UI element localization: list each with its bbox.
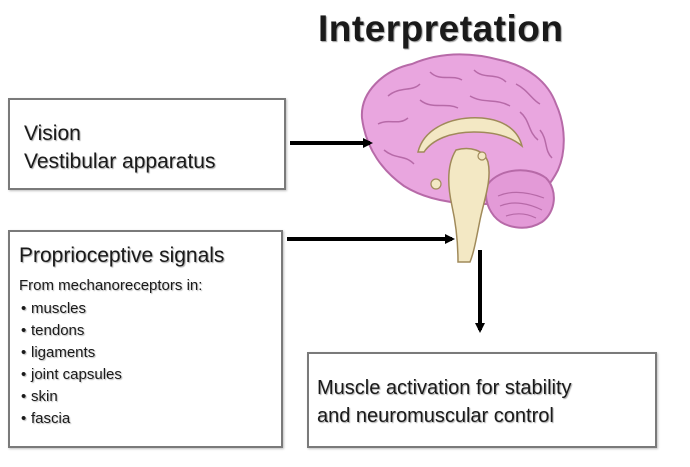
output-line: and neuromuscular control bbox=[317, 405, 554, 427]
list-item-label: skin bbox=[31, 388, 58, 405]
muscle-activation-box: Muscle activation for stability and neur… bbox=[307, 352, 657, 448]
brain-illustration bbox=[360, 53, 565, 263]
sensory-input-line: Vestibular apparatus bbox=[24, 150, 216, 173]
list-item: •skin bbox=[21, 388, 58, 405]
list-item-label: ligaments bbox=[31, 344, 96, 361]
pituitary bbox=[430, 178, 442, 190]
cerebellum-folia bbox=[497, 191, 545, 219]
brain-gyri bbox=[377, 69, 553, 165]
list-item-label: joint capsules bbox=[31, 366, 122, 383]
proprioception-title: Proprioceptive signals bbox=[19, 244, 225, 267]
corpus-callosum bbox=[417, 117, 524, 153]
list-item: •muscles bbox=[21, 300, 87, 317]
brainstem bbox=[448, 147, 490, 263]
list-item-label: muscles bbox=[31, 300, 87, 317]
list-item: •ligaments bbox=[21, 344, 96, 361]
list-item: •fascia bbox=[21, 410, 71, 427]
list-item: •tendons bbox=[21, 322, 85, 339]
sensory-input-line: Vision bbox=[24, 122, 81, 145]
mechanoreceptor-list: •muscles •tendons •ligaments •joint caps… bbox=[19, 298, 281, 430]
proprioception-box: Proprioceptive signals From mechanorecep… bbox=[8, 230, 283, 448]
output-line: Muscle activation for stability bbox=[317, 377, 572, 399]
diagram-title: Interpretation bbox=[318, 8, 564, 49]
list-item-label: tendons bbox=[31, 322, 85, 339]
list-item-label: fascia bbox=[31, 410, 71, 427]
list-item: •joint capsules bbox=[21, 366, 122, 383]
sensory-input-box: Vision Vestibular apparatus bbox=[8, 98, 286, 190]
cerebellum bbox=[485, 169, 555, 229]
pineal-gland bbox=[477, 151, 487, 161]
proprioception-subtitle: From mechanoreceptors in: bbox=[19, 277, 203, 294]
